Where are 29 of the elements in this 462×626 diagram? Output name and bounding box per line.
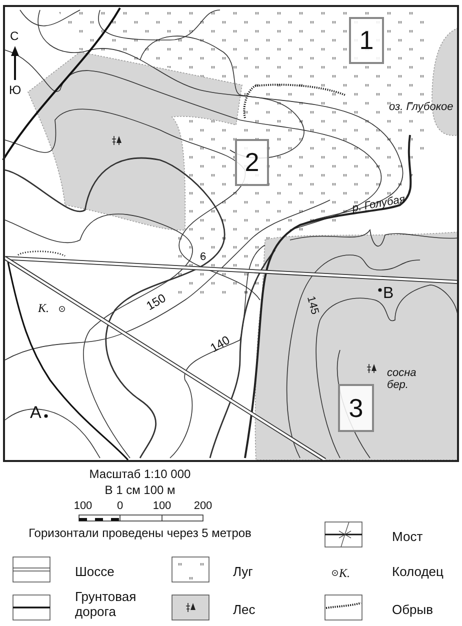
scale-number: 200 (194, 501, 212, 512)
river-name: р. Голубая (351, 194, 406, 215)
forest-note: сосна бер. (387, 367, 418, 392)
legend-label: Луг (233, 565, 253, 578)
numbered-square: 1 (349, 17, 384, 64)
scale-number: 100 (74, 501, 92, 512)
well-symbol-label: К. (339, 567, 350, 579)
scale-caption: В 1 см 100 м (104, 484, 176, 496)
road-width-number: 6 (200, 252, 206, 263)
legend-label: Грунтовая дорога (75, 590, 138, 620)
contour-height: 150 (144, 292, 168, 312)
numbered-square: 3 (338, 384, 374, 432)
point-letter: В (383, 286, 394, 302)
legend-label: Шоссе (75, 565, 114, 578)
scale-number: 0 (116, 501, 124, 512)
numbered-square: 2 (235, 139, 269, 186)
compass-letter: С (10, 30, 19, 42)
legend-label: Обрыв (392, 603, 434, 616)
legend-label: Мост (392, 530, 423, 543)
compass-letter: Ю (9, 84, 22, 96)
contour-height: 140 (208, 334, 232, 354)
legend-label: Лес (233, 603, 256, 616)
lake-name: оз. Глубокое (389, 102, 454, 113)
contour-height: 145 (304, 295, 320, 316)
scale-caption: Масштаб 1:10 000 (89, 468, 191, 480)
legend-label: Колодец (392, 565, 444, 578)
contour-interval-note: Горизонтали проведены через 5 метров (28, 527, 252, 539)
scale-number: 100 (152, 501, 172, 512)
well-label: К. (38, 302, 49, 314)
